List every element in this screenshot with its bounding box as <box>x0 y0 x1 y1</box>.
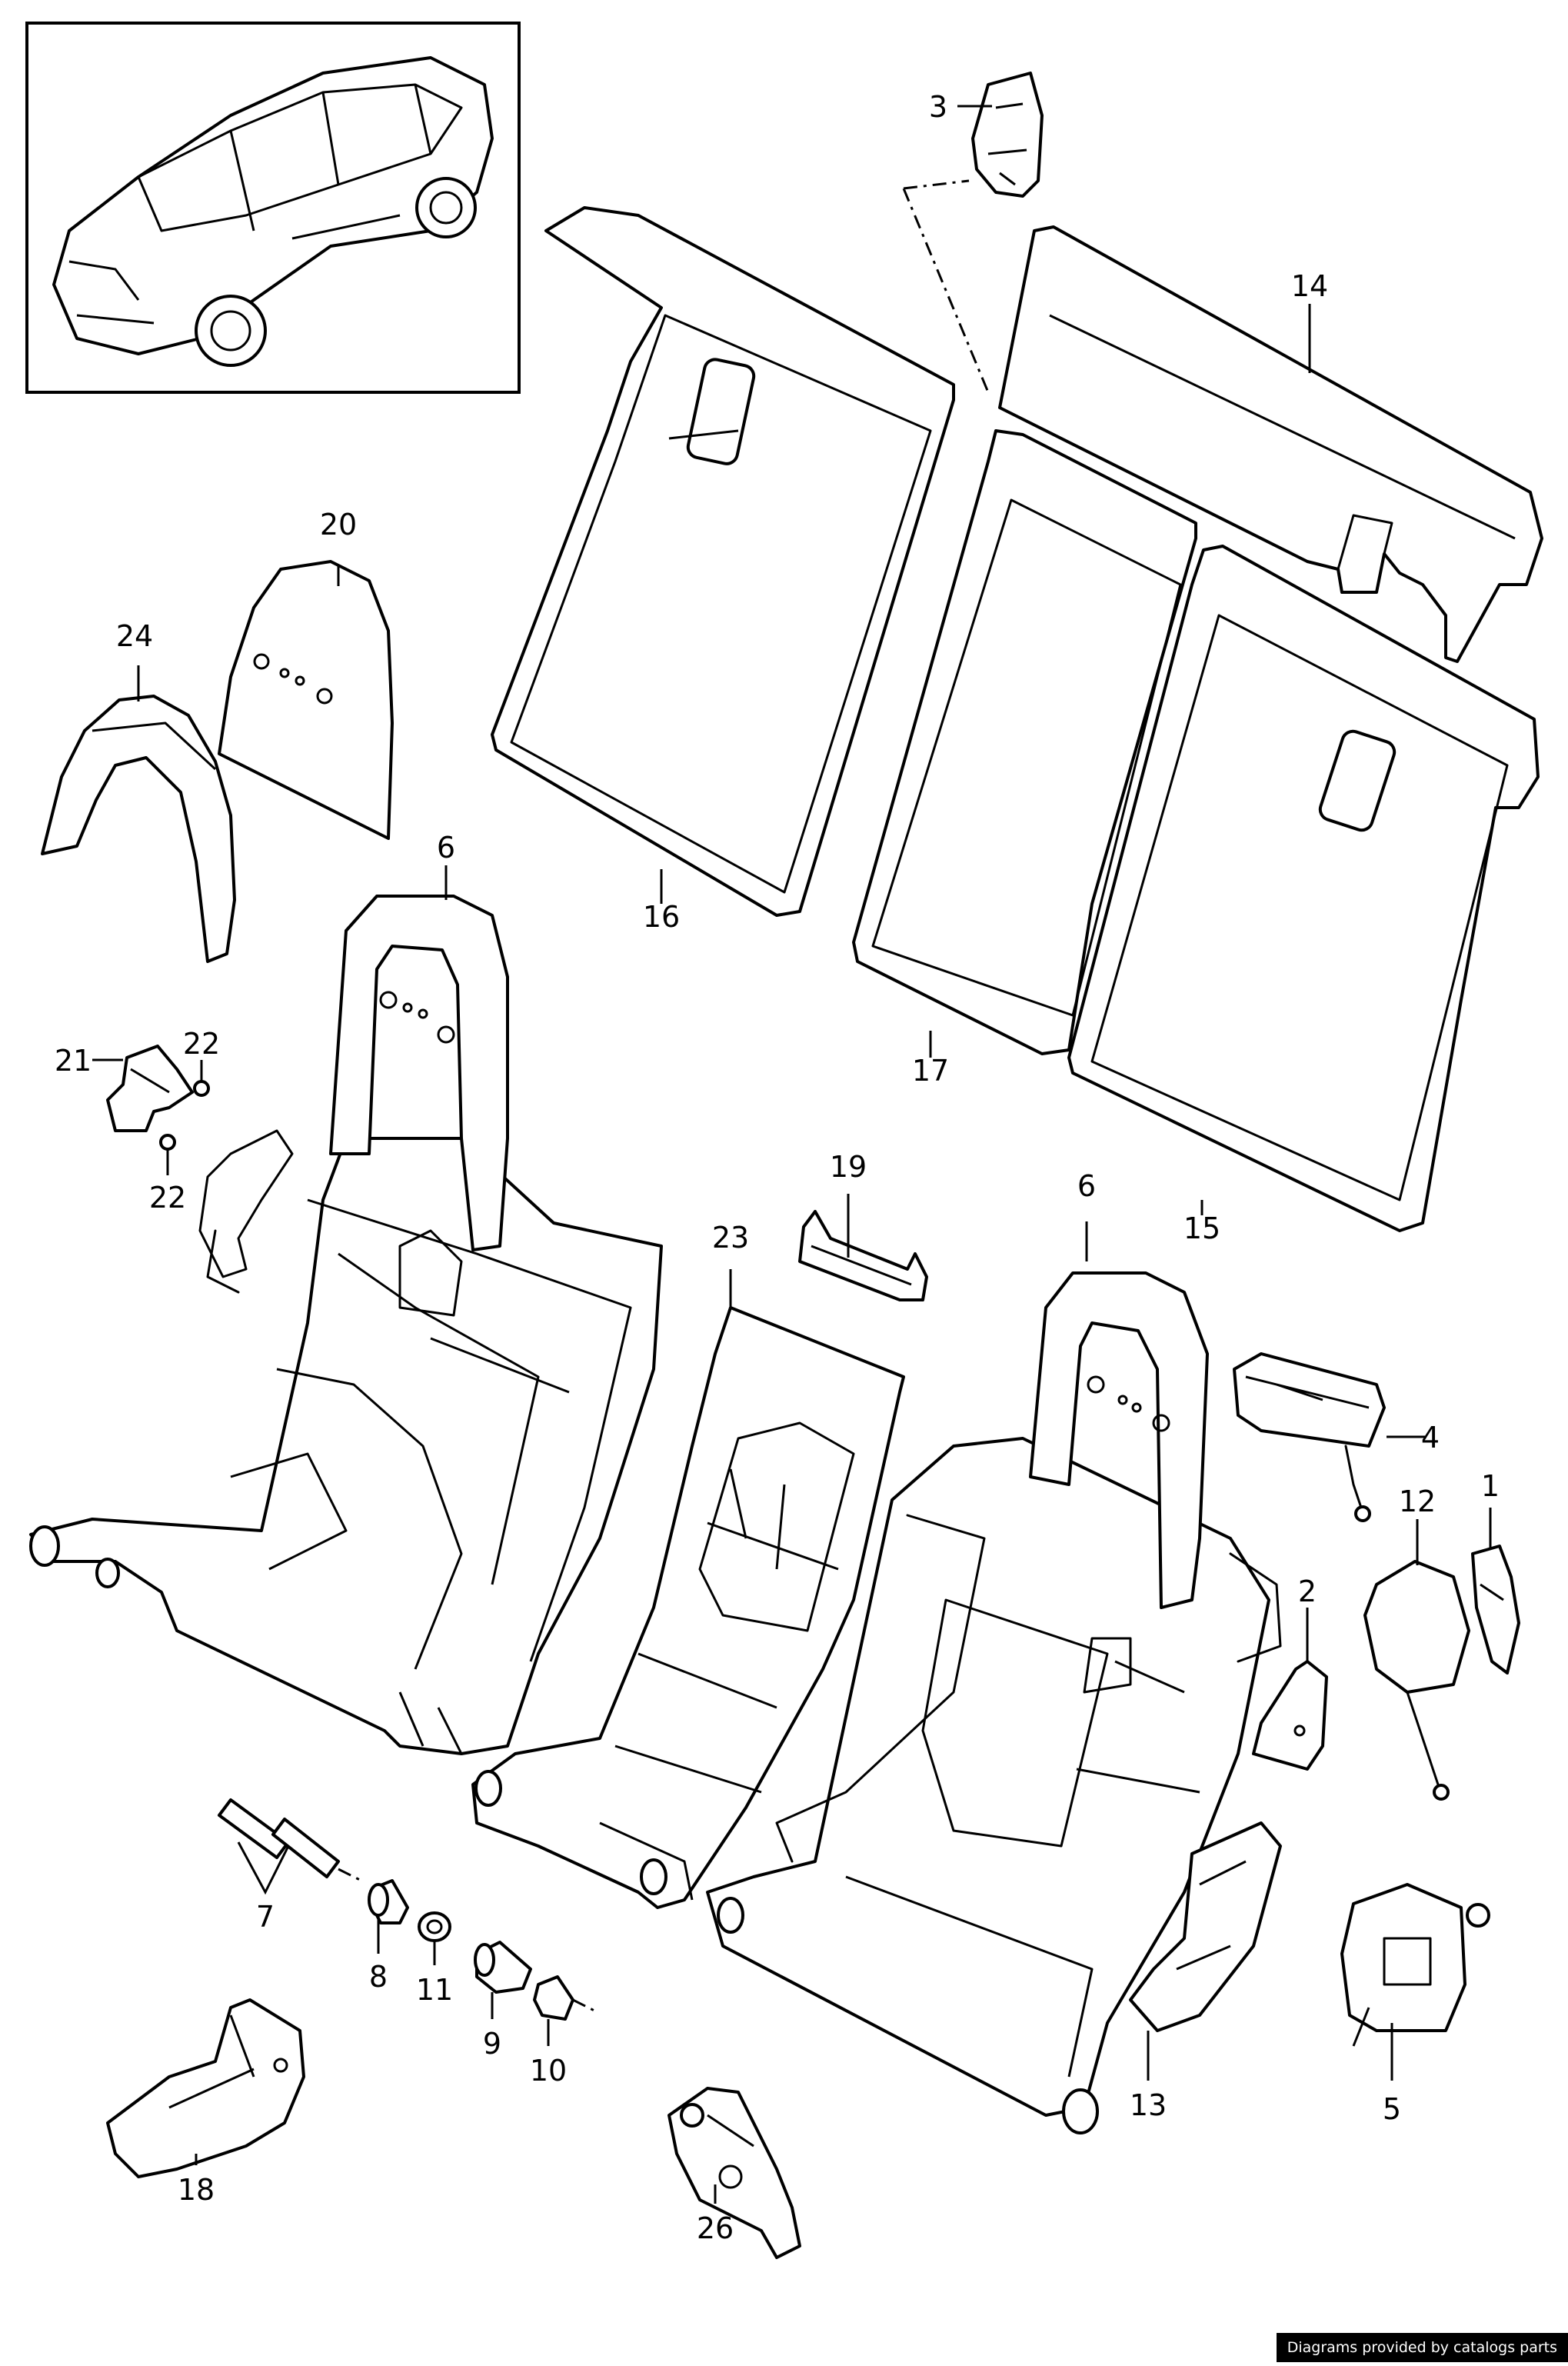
callout-13: 13 <box>1130 2088 1167 2122</box>
part-26-latch-bracket <box>667 2087 801 2259</box>
part-14-backrest-panel <box>998 225 1543 663</box>
callout-9: 9 <box>483 2027 501 2061</box>
part-21-hinge-bracket <box>106 1045 210 1151</box>
part-4-handle <box>1233 1352 1386 1522</box>
part-24-headrest-cover <box>41 695 236 963</box>
part-3-bracket <box>902 72 1044 393</box>
callout-5: 5 <box>1383 2092 1401 2126</box>
part-18-mounting-bracket <box>106 1998 305 2178</box>
part-11-washer <box>418 1911 451 1942</box>
callout-7: 7 <box>256 1900 275 1934</box>
callout-8: 8 <box>369 1960 388 1994</box>
part-13-trim <box>1129 1821 1282 2032</box>
callout-3: 3 <box>929 90 947 124</box>
part-17-backrest-panel <box>852 429 1197 1055</box>
credit-banner: Diagrams provided by catalogs parts <box>1276 2333 1568 2362</box>
callout-6-right: 6 <box>1077 1169 1096 1203</box>
callout-24: 24 <box>116 619 153 653</box>
callout-2: 2 <box>1298 1575 1317 1608</box>
part-23-middle-seat-frame <box>471 1306 905 1909</box>
callout-22-bottom: 22 <box>149 1181 186 1215</box>
callout-16: 16 <box>643 900 680 934</box>
part-8-bushing <box>368 1879 409 1924</box>
leader-lines <box>92 105 1492 2204</box>
callout-14: 14 <box>1291 269 1328 303</box>
part-9-bushing <box>474 1941 532 1994</box>
part-5-latch <box>1340 1883 1490 2047</box>
callout-21: 21 <box>55 1044 92 1078</box>
callout-11: 11 <box>416 1973 453 2007</box>
callout-20: 20 <box>320 508 357 542</box>
part-19-strap <box>798 1210 928 1301</box>
vehicle-thumbnail <box>25 22 521 394</box>
part-20-headrest-panel <box>218 560 394 840</box>
part-2-bracket <box>1252 1660 1328 1771</box>
callout-4: 4 <box>1421 1421 1440 1455</box>
part-15-backrest-panel <box>1067 545 1540 1232</box>
part-6-seat-frame-left <box>29 895 663 1755</box>
callout-17: 17 <box>912 1054 949 1088</box>
callout-15: 15 <box>1183 1211 1220 1245</box>
callout-26: 26 <box>697 2211 734 2245</box>
callout-18: 18 <box>178 2173 215 2207</box>
part-12-lock <box>1363 1560 1470 1801</box>
callout-19: 19 <box>830 1150 867 1184</box>
part-1-cover <box>1471 1545 1520 1675</box>
part-6-seat-frame-right <box>706 1271 1282 2134</box>
callout-23: 23 <box>712 1221 749 1255</box>
part-10-bushing <box>533 1975 597 2021</box>
callout-6-left: 6 <box>437 831 455 865</box>
callout-22-top: 22 <box>183 1027 220 1061</box>
callout-labels: 1 2 3 4 5 6 6 7 8 9 10 11 12 13 14 15 16… <box>55 90 1500 2245</box>
callout-12: 12 <box>1399 1485 1436 1518</box>
callout-1: 1 <box>1481 1469 1500 1503</box>
part-16-backrest-panel <box>491 206 955 917</box>
part-7-pins <box>218 1798 362 1895</box>
callout-10: 10 <box>530 2054 567 2088</box>
